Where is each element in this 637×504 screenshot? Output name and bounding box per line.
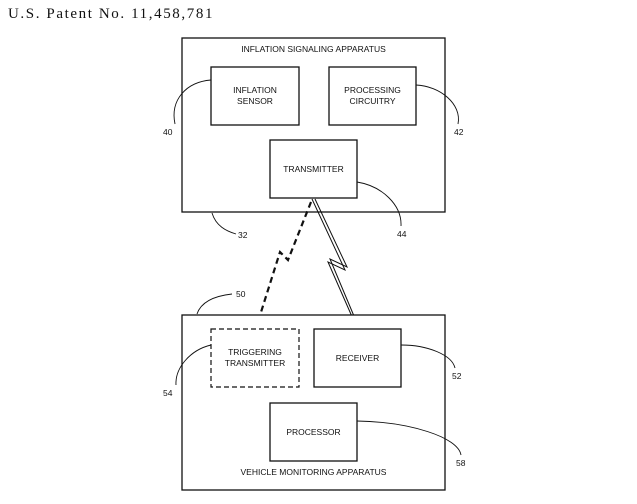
ref-label-58: 58 [456, 458, 466, 468]
ref-label-54: 54 [163, 388, 173, 398]
triggering-transmitter-box [210, 328, 300, 388]
leader-line-42 [415, 84, 459, 125]
wireless-link-solid-echo [314, 198, 360, 329]
receiver-label: RECEIVER [336, 353, 379, 363]
triggering-transmitter-label-line2: TRANSMITTER [225, 358, 285, 368]
patent-number-header: U.S. Patent No. 11,458,781 [8, 6, 215, 22]
inflation-sensor-label-line2: SENSOR [237, 96, 273, 106]
processor-box [269, 402, 358, 462]
ref-label-42: 42 [454, 127, 464, 137]
processing-circuitry-label-line1: PROCESSING [344, 85, 401, 95]
leader-line-58 [356, 420, 462, 456]
leader-line-54 [175, 344, 212, 386]
leader-line-44 [356, 181, 402, 227]
processing-circuitry-label-line2: CIRCUITRY [349, 96, 395, 106]
leader-line-52 [400, 344, 456, 369]
processor-label: PROCESSOR [286, 427, 340, 437]
inflation-sensor-box [210, 66, 300, 126]
wireless-link-dashed [254, 201, 313, 329]
leader-line-50 [196, 293, 233, 315]
ref-label-44: 44 [397, 229, 407, 239]
inflation-signaling-apparatus-title: INFLATION SIGNALING APPARATUS [241, 44, 386, 54]
vehicle-monitoring-apparatus-title: VEHICLE MONITORING APPARATUS [241, 467, 387, 477]
receiver-box [313, 328, 402, 388]
wireless-link-solid [311, 198, 358, 329]
ref-label-40: 40 [163, 127, 173, 137]
ref-label-32: 32 [238, 230, 248, 240]
leader-line-40 [173, 79, 212, 125]
processing-circuitry-box [328, 66, 417, 126]
ref-label-50: 50 [236, 289, 246, 299]
ref-label-52: 52 [452, 371, 462, 381]
transmitter-label: TRANSMITTER [283, 164, 343, 174]
transmitter-box [269, 139, 358, 199]
triggering-transmitter-label-line1: TRIGGERING [228, 347, 282, 357]
inflation-sensor-label-line1: INFLATION [233, 85, 277, 95]
leader-line-32 [211, 212, 237, 235]
